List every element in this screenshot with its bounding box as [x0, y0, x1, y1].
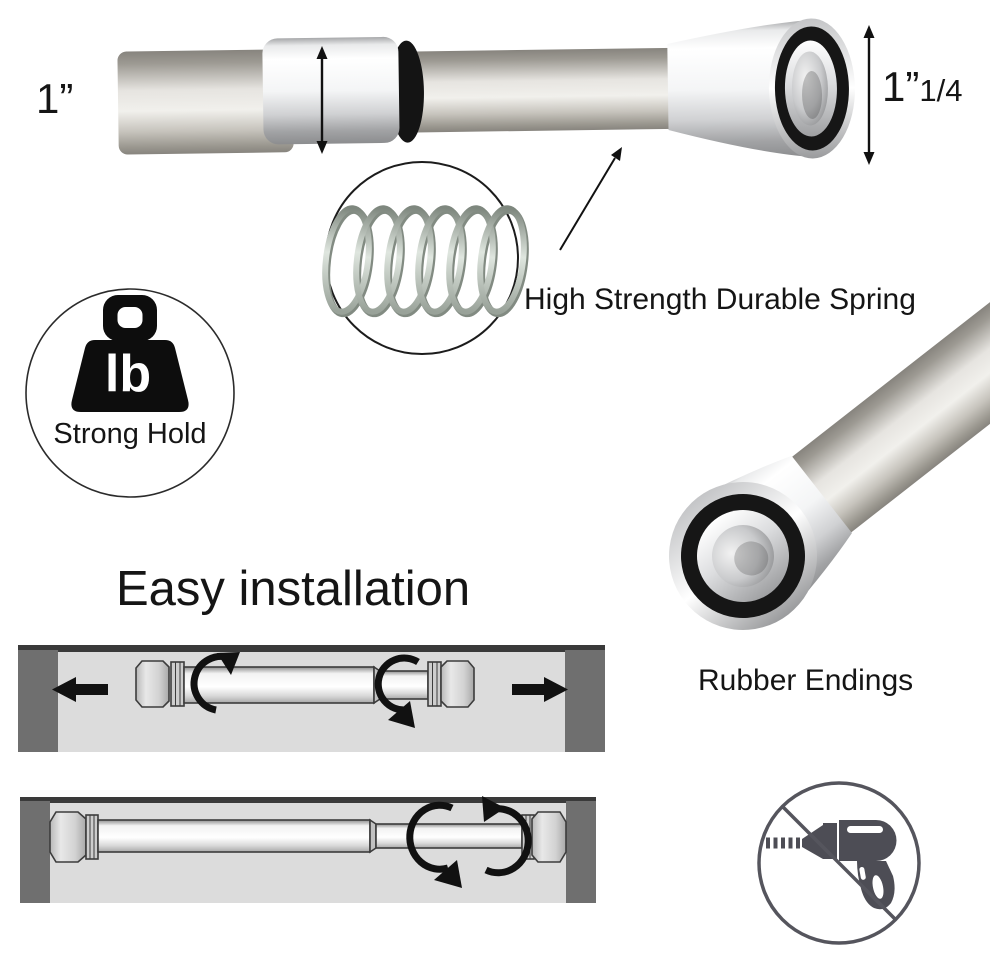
rotate-arrow-icon-right [374, 654, 420, 728]
spring-badge [322, 147, 622, 355]
outward-arrow-icon-right [512, 677, 568, 702]
rubber-ending-photo [669, 255, 990, 630]
wall-right [566, 801, 596, 903]
slash-line [780, 804, 898, 922]
connector-collar [262, 36, 400, 145]
wall-left [20, 801, 50, 903]
wall-right [565, 650, 605, 752]
weight-unit-label: lb [104, 345, 152, 403]
tension-rod-drawing [135, 660, 475, 708]
spring-icon [322, 205, 529, 318]
strong-hold-badge [25, 288, 235, 498]
drill-icon [766, 820, 897, 910]
right-measure-double-arrow-icon [863, 25, 875, 165]
strong-hold-caption: Strong Hold [53, 418, 207, 450]
rotate-arrow-icon [406, 796, 532, 888]
main-rod-photo [117, 18, 855, 159]
rubber-end-face [669, 482, 817, 630]
wall-left [18, 650, 58, 752]
installation-diagram-compressed [18, 645, 605, 752]
right-diameter-main: 1” [882, 63, 920, 110]
rod-end-face [768, 18, 855, 159]
no-drill-icon [757, 781, 921, 945]
right-diameter-fraction: 1/4 [919, 73, 963, 108]
left-diameter-label: 1” [36, 75, 74, 122]
rubber-endings-caption: Rubber Endings [698, 664, 914, 697]
left-measure-double-arrow-icon [316, 46, 328, 154]
installation-heading: Easy installation [116, 562, 471, 616]
outward-arrow-icon-left [52, 677, 108, 702]
right-diameter-label: 1”1/4 [882, 63, 963, 110]
spring-pointer-arrow-icon [559, 147, 622, 251]
weight-icon [71, 295, 189, 412]
installation-diagram-extended [20, 796, 596, 903]
spring-caption: High Strength Durable Spring [524, 283, 916, 316]
rotate-arrow-icon-left [190, 652, 240, 714]
